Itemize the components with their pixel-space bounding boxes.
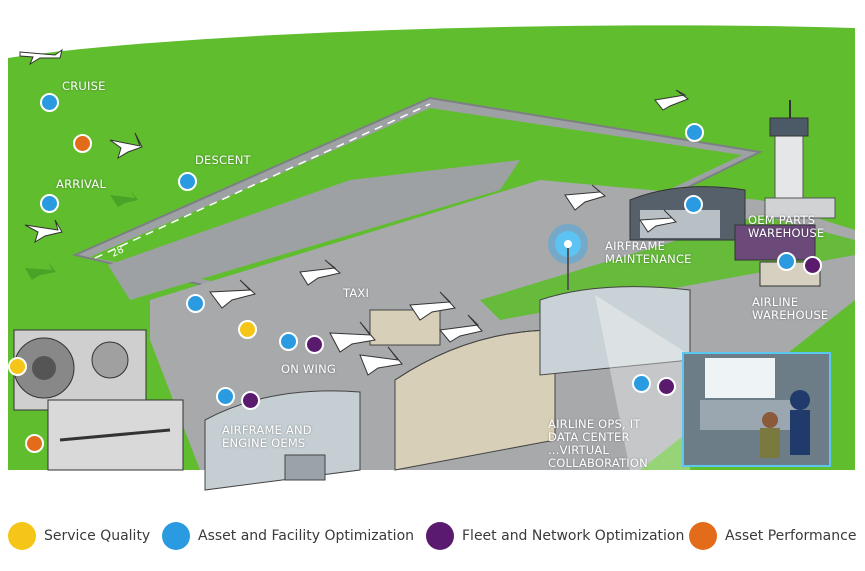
label-on-wing: ON WING: [281, 362, 336, 376]
oem-warehouse-purple-marker: [803, 256, 822, 275]
control-tower: [764, 100, 836, 219]
engine-inset: [13, 329, 147, 411]
blue-dot-icon: [162, 522, 190, 550]
runway-end-marker: [685, 123, 704, 142]
factory-inset: [47, 399, 184, 471]
terminal-connector: [369, 309, 441, 346]
label-airline-warehouse: AIRLINE WAREHOUSE: [752, 295, 829, 322]
airplane-icon: [109, 132, 143, 160]
airplane-icon: [359, 346, 403, 376]
legend-item-service-quality: Service Quality: [8, 520, 150, 552]
taxi-blue-marker: [186, 294, 205, 313]
airplane-icon: [639, 209, 678, 233]
label-taxi: TAXI: [343, 286, 370, 300]
oems-blue-marker: [216, 387, 235, 406]
legend-item-fleet-network: Fleet and Network Optimization: [426, 520, 684, 552]
hangar-top-marker: [684, 195, 703, 214]
airplane-icon: [19, 48, 63, 66]
ops-blue-marker: [632, 374, 651, 393]
airplane-icon: [209, 279, 257, 309]
ops-purple-marker: [657, 377, 676, 396]
oem-parts-warehouse: [734, 224, 816, 261]
terminal-right: [539, 286, 691, 376]
descent-marker: [178, 172, 197, 191]
label-oem-parts-warehouse: OEM PARTS WAREHOUSE: [748, 213, 825, 240]
label-airframe-engine-oems: AIRFRAME AND ENGINE OEMS: [222, 423, 312, 450]
taxi-yellow-marker: [238, 320, 257, 339]
legend-item-asset-facility: Asset and Facility Optimization: [162, 520, 414, 552]
airplane-icon: [439, 314, 483, 343]
orange-dot-icon: [689, 522, 717, 550]
label-airline-ops: AIRLINE OPS, IT DATA CENTER ...VIRTUAL C…: [548, 417, 648, 470]
airport-illustration: 28: [8, 25, 855, 491]
label-cruise: CRUISE: [62, 79, 106, 93]
legend-label: Service Quality: [44, 528, 151, 544]
yellow-dot-icon: [8, 522, 36, 550]
airplane-shadow-icon: [110, 190, 138, 207]
airplane-icon: [299, 259, 342, 286]
on-wing-blue-marker: [279, 332, 298, 351]
airplane-icon: [654, 89, 690, 111]
airplane-icon: [329, 321, 376, 353]
on-wing-purple-marker: [305, 335, 324, 354]
oems-purple-marker: [241, 391, 260, 410]
maintenance-hangar: [629, 186, 746, 241]
oem-building: [204, 390, 361, 491]
engine-yellow-marker: [8, 357, 27, 376]
factory-orange-marker: [25, 434, 44, 453]
airplane-icon: [24, 219, 63, 244]
legend-label: Asset Performance: [725, 528, 857, 544]
runway-number: 28: [110, 244, 126, 259]
airplane-shadow-icon: [25, 262, 56, 280]
legend-label: Asset and Facility Optimization: [198, 528, 415, 544]
airplane-icon: [564, 184, 607, 211]
legend: Service Quality Asset and Facility Optim…: [0, 520, 865, 560]
label-airframe-maintenance: AIRFRAME MAINTENANCE: [605, 239, 692, 266]
airplane-icon: [409, 291, 456, 321]
purple-dot-icon: [426, 522, 454, 550]
legend-item-asset-performance: Asset Performance: [689, 520, 856, 552]
arrival-marker: [40, 194, 59, 213]
label-arrival: ARRIVAL: [56, 177, 107, 191]
label-descent: DESCENT: [195, 153, 251, 167]
beacon-icon: [548, 224, 588, 290]
oem-warehouse-blue-marker: [777, 252, 796, 271]
legend-label: Fleet and Network Optimization: [462, 528, 685, 544]
cruise-marker: [40, 93, 59, 112]
cruise-orange-marker: [73, 134, 92, 153]
